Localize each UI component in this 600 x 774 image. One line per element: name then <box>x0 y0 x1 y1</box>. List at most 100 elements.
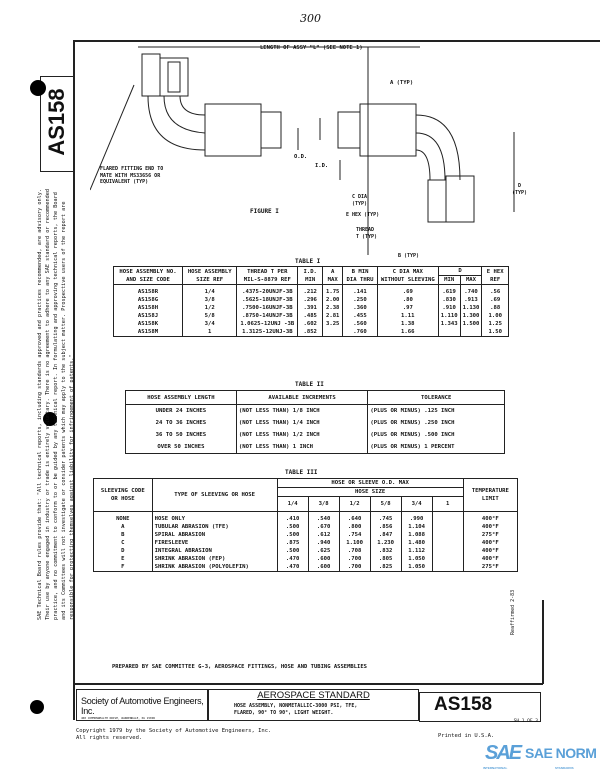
table-cell: AS158R <box>113 284 183 296</box>
table-cell: 36 TO 50 INCHES <box>125 429 237 441</box>
table-cell: .625 <box>307 547 340 555</box>
table-cell: .745 <box>369 511 402 523</box>
col-header: HOSE ASSEMBLY LENGTH <box>125 390 237 405</box>
table-cell: 1.050 <box>400 563 433 572</box>
flared-note-line: MATE WITH MS33656 OR <box>100 172 161 179</box>
a-label: A (TYP) <box>390 80 414 86</box>
table-cell: 1.480 <box>400 539 433 547</box>
table-cell: SPIRAL ABRASION <box>151 531 278 539</box>
id-label: I.D. <box>315 163 329 169</box>
table-cell: (NOT LESS THAN) 1/2 INCH <box>235 429 369 441</box>
table-cell: .856 <box>369 523 402 531</box>
right-border <box>542 600 544 684</box>
table-cell: FIRESLEEVE <box>151 539 278 547</box>
table-cell: .391 <box>297 304 324 312</box>
table-cell <box>431 555 464 563</box>
punch-hole <box>30 80 46 96</box>
flared-note-line: EQUIVALENT (TYP) <box>100 179 149 185</box>
org-name: Society of Automotive Engineers, Inc. <box>81 696 204 716</box>
table-cell: .560 <box>342 320 378 328</box>
table-cell: TUBULAR ABRASION (TFE) <box>151 523 278 531</box>
table-cell: .88 <box>481 304 509 312</box>
table-cell: 1.500 <box>459 320 483 328</box>
table-cell <box>459 328 483 337</box>
table-cell: .619 <box>437 284 461 296</box>
table-cell: 1.66 <box>376 328 439 337</box>
table-cell: .708 <box>338 547 371 555</box>
table-cell: .250 <box>342 296 378 304</box>
table-cell: .910 <box>437 304 461 312</box>
table-cell: UNDER 24 INCHES <box>125 404 237 417</box>
table-cell: .410 <box>276 511 309 523</box>
table-cell: (PLUS OR MINUS) 1 PERCENT <box>367 441 505 454</box>
printed-in: Printed in U.S.A. <box>438 733 495 739</box>
table-cell: 400°F <box>462 511 519 523</box>
table-cell: .830 <box>437 296 461 304</box>
table-cell: AS158K <box>113 320 183 328</box>
table-cell: .700 <box>338 563 371 572</box>
table-cell: .754 <box>338 531 371 539</box>
table-cell: F <box>93 563 153 572</box>
table-cell: 1.130 <box>459 304 483 312</box>
hose-size-header: 3/4 <box>400 496 433 512</box>
table-cell: B <box>93 531 153 539</box>
sae-norm-text: SAE NORM <box>525 745 597 761</box>
hose-size-header: 5/8 <box>369 496 402 512</box>
table-2-body: UNDER 24 INCHES(NOT LESS THAN) 1/8 INCH (… <box>125 404 505 454</box>
table-cell: .7500-16UNJF-3B <box>236 304 299 312</box>
table-row: 36 TO 50 INCHES(NOT LESS THAN) 1/2 INCH(… <box>125 429 505 441</box>
thread-text: THREAD <box>356 227 375 233</box>
table-cell: .670 <box>307 523 340 531</box>
sheet-number: SH 1 OF 3 <box>513 719 538 724</box>
table-cell: .990 <box>400 511 433 523</box>
table-cell: .485 <box>297 312 324 320</box>
table-cell: .500 <box>276 531 309 539</box>
table-cell: 1.088 <box>400 531 433 539</box>
table2-title: TABLE II <box>295 381 324 388</box>
od-label: O.D. <box>294 154 308 160</box>
side-tab-code: AS158 <box>44 88 69 156</box>
table-cell: .5625-18UNJF-3B <box>236 296 299 304</box>
table-cell: 1/4 <box>181 284 238 296</box>
table-cell <box>431 511 464 523</box>
reaffirmed-stamp: Reaffirmed 2-83 <box>510 589 516 635</box>
table-cell: 1.3125-12UNJ-3B <box>236 328 299 337</box>
table-cell: 400°F <box>462 555 519 563</box>
table-cell: AS158H <box>113 304 183 312</box>
table-cell: .612 <box>307 531 340 539</box>
table-cell: .600 <box>307 555 340 563</box>
table-cell: A <box>93 523 153 531</box>
standard-heading: AEROSPACE STANDARD <box>257 690 370 701</box>
col-subheader: MIN <box>437 275 461 285</box>
table-cell: .825 <box>369 563 402 572</box>
description-line: FLARED, 90° TO 90°, LIGHT WEIGHT. <box>234 709 334 716</box>
org-address: 400 COMMONWEALTH DRIVE, WARRENDALE, PA 1… <box>81 716 156 720</box>
d-label: D(TYP) <box>512 183 527 196</box>
table-cell: .97 <box>376 304 439 312</box>
col-subheader: MAX <box>459 275 483 285</box>
hose-size-header: 3/8 <box>307 496 340 512</box>
table-cell: (NOT LESS THAN) 1/8 INCH <box>235 404 369 417</box>
table-cell: AS158J <box>113 312 183 320</box>
table-cell: 275°F <box>462 563 519 572</box>
table-cell: 1.38 <box>376 320 439 328</box>
table-cell: NONE <box>93 511 153 523</box>
table-cell: .56 <box>481 284 509 296</box>
col-header: HOSE SIZE <box>276 487 464 497</box>
table-cell: .69 <box>481 296 509 304</box>
table-cell: .640 <box>338 511 371 523</box>
table-cell: 2.38 <box>322 304 344 312</box>
table-row: 24 TO 36 INCHES(NOT LESS THAN) 1/4 INCH(… <box>125 417 505 429</box>
table-cell: 1.50 <box>481 328 509 337</box>
col-header: A MAX <box>322 266 344 285</box>
legal-notice: SAE Technical Board rules provide that: … <box>37 189 75 620</box>
